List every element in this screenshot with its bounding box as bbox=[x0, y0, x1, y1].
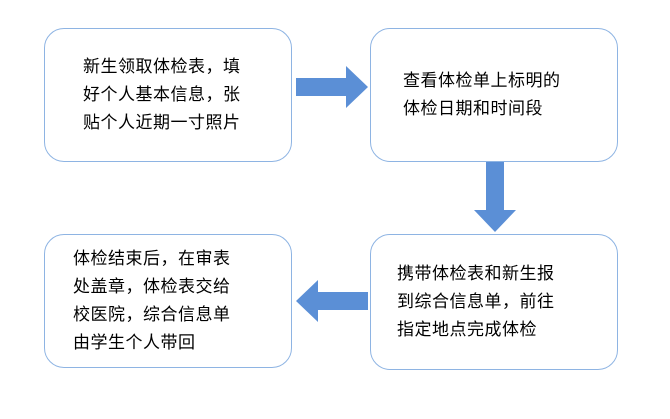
step-4-box: 体检结束后，在审表 处盖章，体检表交给 校医院，综合信息单 由学生个人带回 bbox=[44, 234, 292, 368]
step-2-line-1: 查看体检单上标明的 bbox=[403, 71, 561, 91]
step-2-line-2: 体检日期和时间段 bbox=[403, 99, 543, 119]
step-2-box: 查看体检单上标明的 体检日期和时间段 bbox=[370, 28, 618, 162]
step-1-text: 新生领取体检表，填 好个人基本信息，张 贴个人近期一寸照片 bbox=[57, 53, 279, 137]
arrow-left-icon bbox=[296, 280, 368, 322]
arrow-down-icon bbox=[474, 162, 516, 232]
step-1-box: 新生领取体检表，填 好个人基本信息，张 贴个人近期一寸照片 bbox=[44, 28, 292, 162]
step-3-box: 携带体检表和新生报 到综合信息单，前往 指定地点完成体检 bbox=[370, 234, 618, 370]
step-1-line-3: 贴个人近期一寸照片 bbox=[83, 113, 241, 133]
step-1-line-1: 新生领取体检表，填 bbox=[83, 57, 241, 77]
step-4-line-1: 体检结束后，在审表 bbox=[73, 249, 231, 269]
step-4-text: 体检结束后，在审表 处盖章，体检表交给 校医院，综合信息单 由学生个人带回 bbox=[57, 245, 279, 357]
step-2-text: 查看体检单上标明的 体检日期和时间段 bbox=[383, 67, 605, 123]
step-4-line-3: 校医院，综合信息单 bbox=[73, 305, 231, 325]
step-3-line-3: 指定地点完成体检 bbox=[397, 320, 537, 340]
step-3-line-2: 到综合信息单，前往 bbox=[397, 292, 555, 312]
step-1-line-2: 好个人基本信息，张 bbox=[83, 85, 241, 105]
step-3-line-1: 携带体检表和新生报 bbox=[397, 264, 555, 284]
step-4-line-2: 处盖章，体检表交给 bbox=[73, 277, 231, 297]
step-3-text: 携带体检表和新生报 到综合信息单，前往 指定地点完成体检 bbox=[383, 260, 605, 344]
step-4-line-4: 由学生个人带回 bbox=[73, 333, 196, 353]
arrow-right-icon bbox=[296, 66, 368, 108]
